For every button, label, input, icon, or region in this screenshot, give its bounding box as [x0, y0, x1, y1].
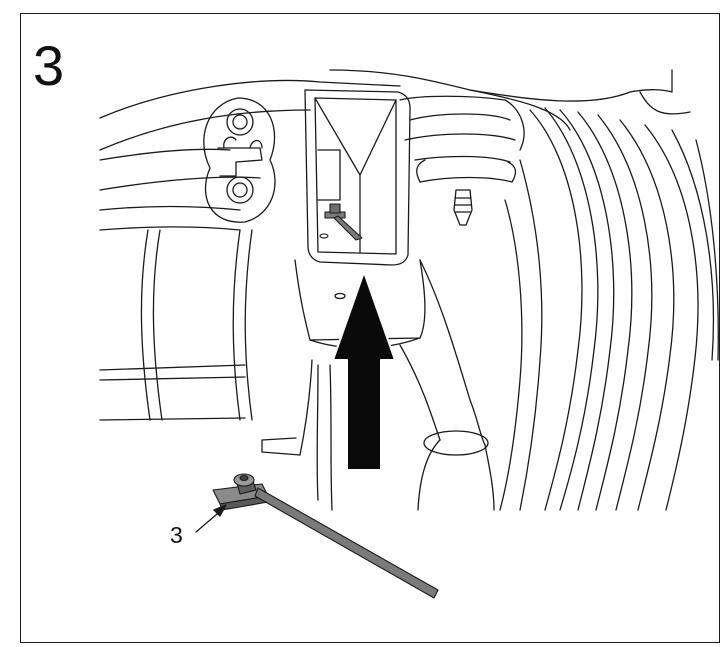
- chassis-rails: [99, 205, 253, 421]
- step-number: 3: [33, 34, 65, 97]
- exhaust-pipe: [399, 259, 495, 511]
- tire-sidewall: [499, 107, 719, 511]
- up-arrow-icon: [332, 271, 396, 471]
- callout-arrow-icon: [195, 504, 227, 533]
- installed-cable-tie: [319, 203, 363, 241]
- bracket-frame: [261, 89, 426, 511]
- rubber-isolator: [399, 95, 525, 226]
- callout-label: 3: [170, 522, 183, 548]
- rubber-hanger: [203, 97, 276, 223]
- body-panel-lines: [99, 69, 691, 191]
- cable-tie-with-nut: [212, 473, 439, 599]
